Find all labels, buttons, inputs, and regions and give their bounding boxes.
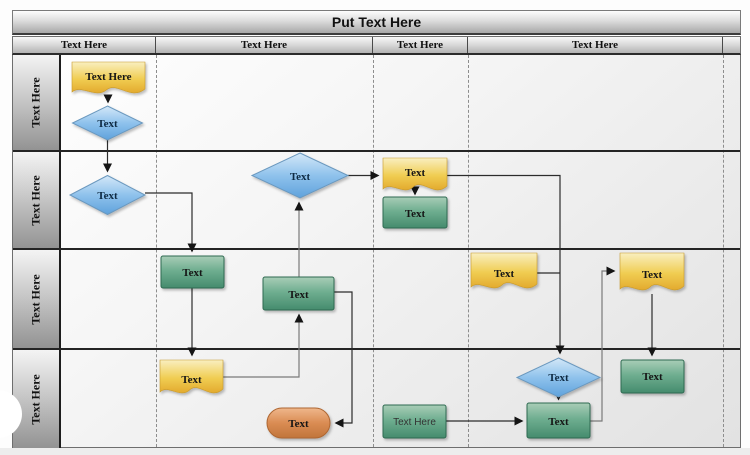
row-header-1-label: Text Here [28,77,43,128]
row-header-2-label: Text Here [28,174,43,226]
column-divider-3 [468,55,469,447]
column-header-5[interactable] [723,37,740,53]
column-header-1[interactable]: Text Here [13,37,156,53]
bottom-margin [0,448,750,455]
diagram-title[interactable]: Put Text Here [331,14,422,30]
row-header-2[interactable]: Text Here [13,152,61,248]
column-divider-4 [723,55,724,447]
row-header-3-label: Text Here [28,273,43,325]
diagram-title-bar: Put Text Here [12,10,741,35]
diagram-body: Text Here Text Here Text Here Text Here [12,55,741,448]
lane-separator-1 [13,150,740,152]
column-divider-2 [373,55,374,447]
column-header-4[interactable]: Text Here [468,37,723,53]
page-curl-notch [0,390,22,438]
column-header-3[interactable]: Text Here [373,37,468,53]
column-divider-1 [156,55,157,447]
lane-separator-2 [13,248,740,250]
row-header-4[interactable]: Text Here [13,350,61,448]
column-header-row: Text Here Text Here Text Here Text Here [12,36,741,55]
row-header-4-label: Text Here [28,373,43,425]
column-header-2[interactable]: Text Here [156,37,373,53]
row-header-3[interactable]: Text Here [13,250,61,348]
lane-separator-3 [13,348,740,350]
row-header-1[interactable]: Text Here [13,55,61,150]
